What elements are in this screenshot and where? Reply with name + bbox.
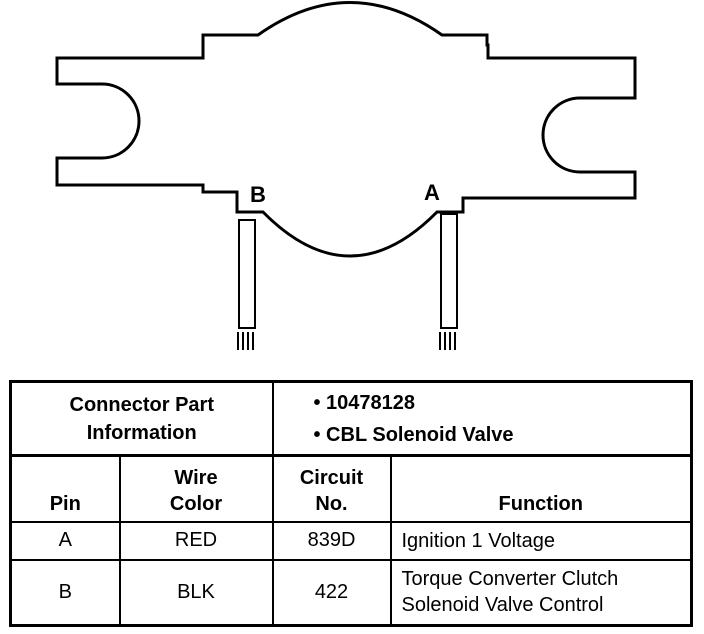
connector-part-info-list: • 10478128 • CBL Solenoid Valve [271, 380, 693, 457]
row-a-circuit: 839D [271, 520, 392, 561]
part-number: • 10478128 [313, 391, 416, 414]
pin-label-b: B [250, 182, 266, 207]
table-row: A RED 839D Ignition 1 Voltage [9, 520, 693, 561]
header-circuit: Circuit No. [271, 454, 392, 523]
header-pin: Pin [9, 454, 121, 523]
connector-part-info-label: Connector Part Information [9, 380, 274, 457]
row-a-function: Ignition 1 Voltage [389, 520, 693, 561]
connector-diagram: B A [55, 1, 637, 350]
header-wire-color: Wire Color [118, 454, 274, 523]
connector-info-table: Connector Part Information • 10478128 • … [9, 380, 693, 627]
part-description: • CBL Solenoid Valve [313, 423, 514, 446]
row-a-wire-color: RED [118, 520, 274, 561]
row-b-circuit: 422 [271, 558, 392, 627]
row-a-pin: A [9, 520, 121, 561]
row-b-function: Torque Converter Clutch Solenoid Valve C… [389, 558, 693, 627]
table-row: B BLK 422 Torque Converter Clutch Soleno… [9, 558, 693, 627]
connector-outline [55, 1, 637, 258]
pin-label-a: A [424, 180, 440, 205]
header-function: Function [389, 454, 693, 523]
wire-b [237, 219, 256, 350]
row-b-pin: B [9, 558, 121, 627]
row-b-wire-color: BLK [118, 558, 274, 627]
wire-a [439, 213, 458, 350]
